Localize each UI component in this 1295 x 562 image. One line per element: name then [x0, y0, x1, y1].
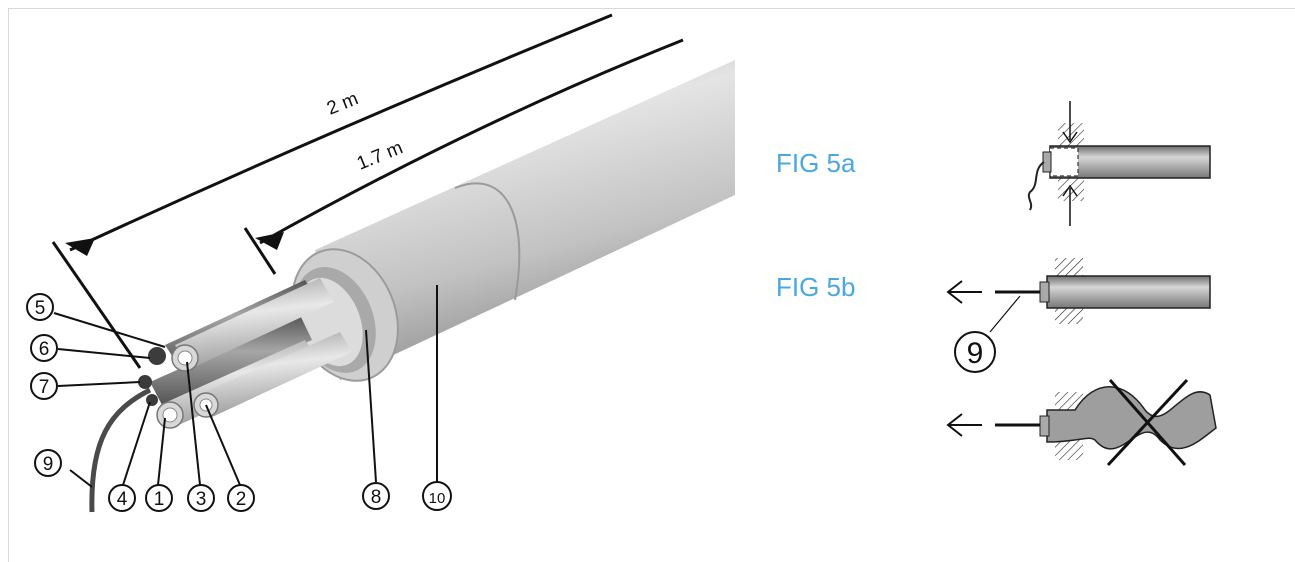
- fig-5b-drawing-correct: 9: [946, 258, 1211, 373]
- callout-7: 7: [30, 372, 58, 400]
- callout-1: 1: [145, 484, 173, 512]
- callout-9: 9: [34, 449, 62, 477]
- svg-text:7: 7: [39, 377, 50, 398]
- fig-5a-label: FIG 5a: [776, 148, 856, 178]
- leader-lines: [53, 285, 438, 488]
- svg-text:6: 6: [39, 339, 50, 360]
- callout-5: 5: [26, 293, 54, 321]
- callout-8: 8: [362, 482, 390, 510]
- svg-text:4: 4: [117, 489, 128, 510]
- callout-3: 3: [187, 484, 215, 512]
- svg-text:9: 9: [43, 454, 54, 475]
- svg-text:2: 2: [236, 489, 247, 510]
- svg-text:8: 8: [371, 487, 382, 508]
- fig-5a-drawing: [1027, 101, 1211, 226]
- dimension-outer-label: 2 m: [324, 88, 361, 119]
- diagram-frame: [8, 8, 1295, 562]
- svg-text:10: 10: [429, 490, 446, 507]
- callout-2: 2: [227, 484, 255, 512]
- dimension-lines: [51, 13, 684, 369]
- fig-5b-callout-9: 9: [967, 337, 984, 370]
- callout-4: 4: [108, 484, 136, 512]
- callout-6: 6: [30, 334, 58, 362]
- wire: [89, 387, 152, 513]
- svg-text:3: 3: [196, 489, 207, 510]
- fig-5b-label: FIG 5b: [776, 272, 855, 302]
- callout-10: 10: [422, 481, 452, 511]
- svg-text:1: 1: [154, 489, 165, 510]
- fig-5b-drawing-wrong: [946, 378, 1217, 467]
- svg-text:5: 5: [35, 298, 46, 319]
